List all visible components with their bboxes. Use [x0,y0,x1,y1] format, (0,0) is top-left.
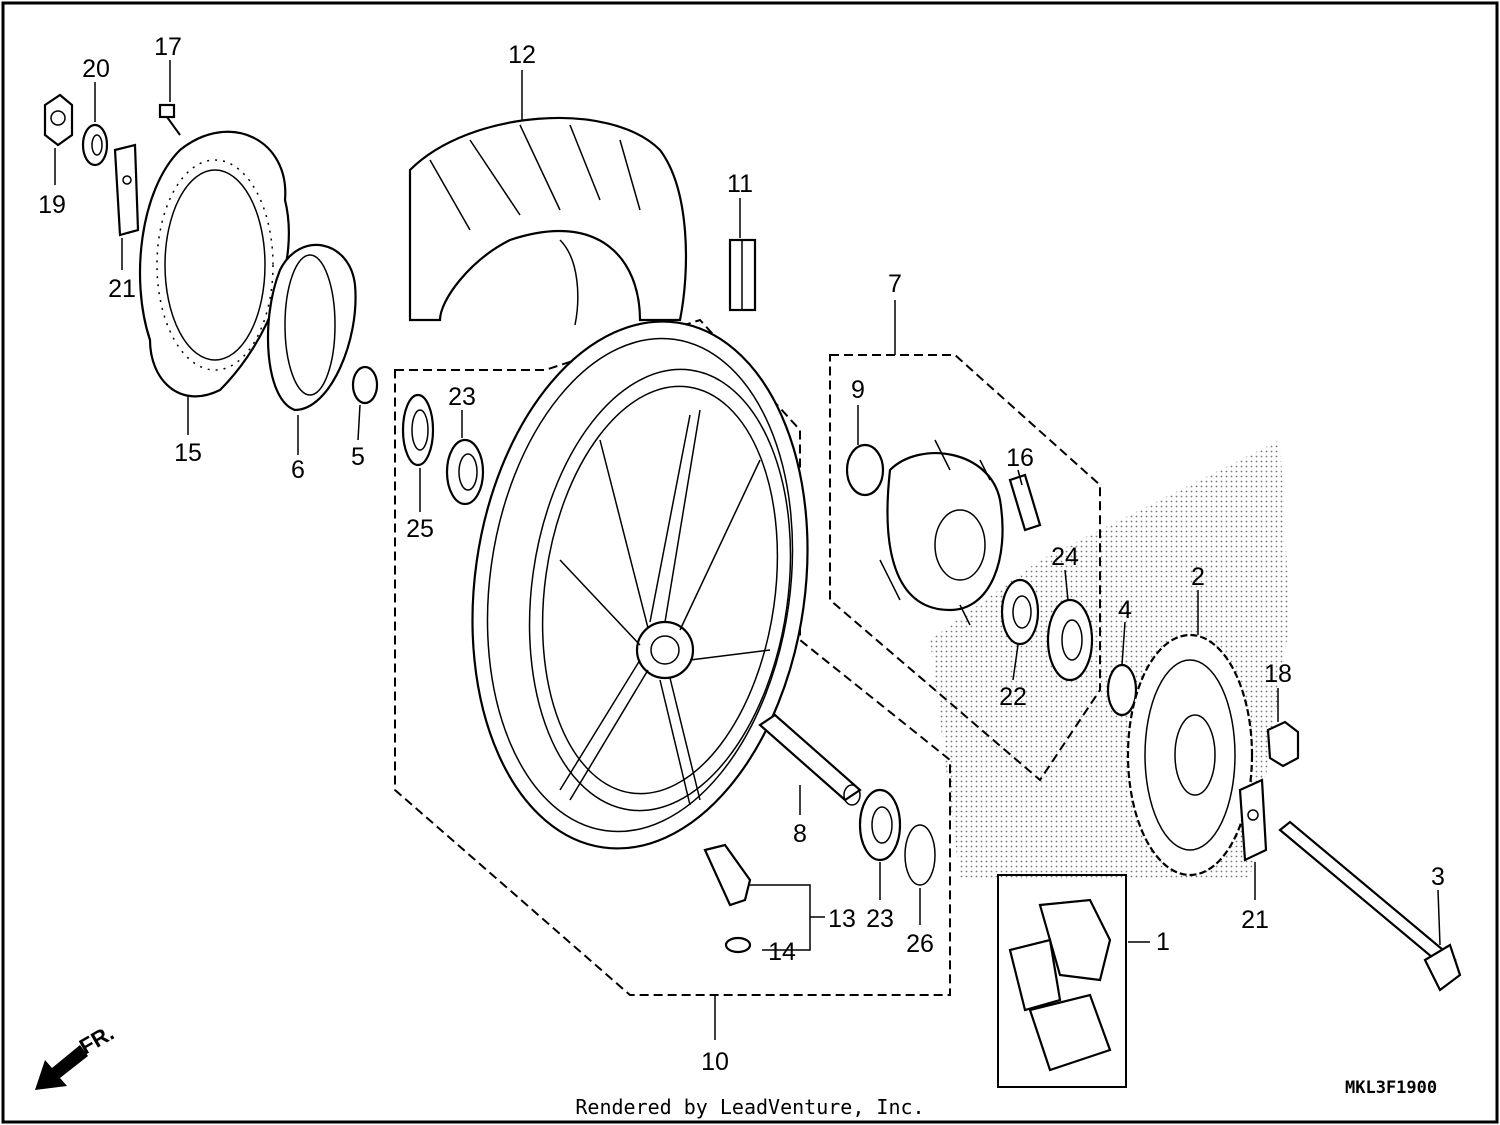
label-20: 20 [82,55,110,83]
valve-11 [728,238,757,312]
label-25: 25 [406,515,434,543]
plate-21-right [1238,778,1268,862]
brake-disc [138,130,290,398]
label-7: 7 [888,270,902,298]
label-1: 1 [1156,928,1170,956]
seal-4 [1106,663,1138,717]
label-11: 11 [727,170,753,198]
sprocket-2 [1126,633,1254,877]
label-16: 16 [1006,444,1034,472]
label-12: 12 [508,41,536,69]
nut-19 [43,93,74,147]
tire [408,116,688,326]
collar-9 [845,443,885,497]
label-5: 5 [351,443,365,471]
label-15: 15 [174,439,202,467]
label-9: 9 [851,376,865,404]
label-2: 2 [1191,563,1205,591]
hub-7 [879,439,1004,626]
label-4: 4 [1118,596,1132,624]
label-23-upper: 23 [448,383,476,411]
spacer-8 [758,713,862,806]
washer-20 [81,123,109,167]
bearing-24 [1046,598,1094,682]
label-23-lower: 23 [866,905,894,933]
damper-1 [1008,898,1112,1072]
hub-group-outline [829,354,1101,782]
bolt-17 [158,103,181,136]
diagram-code: MKL3F1900 [1345,1078,1437,1098]
label-21-right: 21 [1241,906,1269,934]
axle-3 [1278,820,1462,992]
leader-lines [54,60,1441,1040]
wheel-rim [471,320,809,850]
bearing-23-upper [445,438,485,506]
bearing-22 [1000,578,1040,646]
credit-text: Rendered by LeadVenture, Inc. [575,1095,924,1119]
damper-box [997,874,1127,1088]
label-6: 6 [291,456,305,484]
valve-13 [703,843,752,907]
nut-18 [1266,720,1300,768]
circlip-26 [904,824,936,886]
stud-16 [1008,473,1042,532]
label-8: 8 [793,820,807,848]
label-17: 17 [154,33,182,61]
label-14: 14 [768,938,796,966]
label-21-left: 21 [108,275,136,303]
collar-5 [351,365,379,405]
label-19: 19 [38,191,66,219]
label-13: 13 [828,905,856,933]
bearing-25 [401,393,435,467]
label-22: 22 [999,683,1027,711]
plate-21-left [113,143,140,237]
label-3: 3 [1431,863,1445,891]
bearing-23-lower [858,788,902,862]
label-18: 18 [1264,660,1292,688]
disc-ring [266,243,357,412]
label-26: 26 [906,930,934,958]
label-24: 24 [1051,543,1079,571]
label-10: 10 [701,1048,729,1076]
front-direction-arrow-icon: FR. [35,1020,118,1090]
washer-14 [724,936,752,954]
